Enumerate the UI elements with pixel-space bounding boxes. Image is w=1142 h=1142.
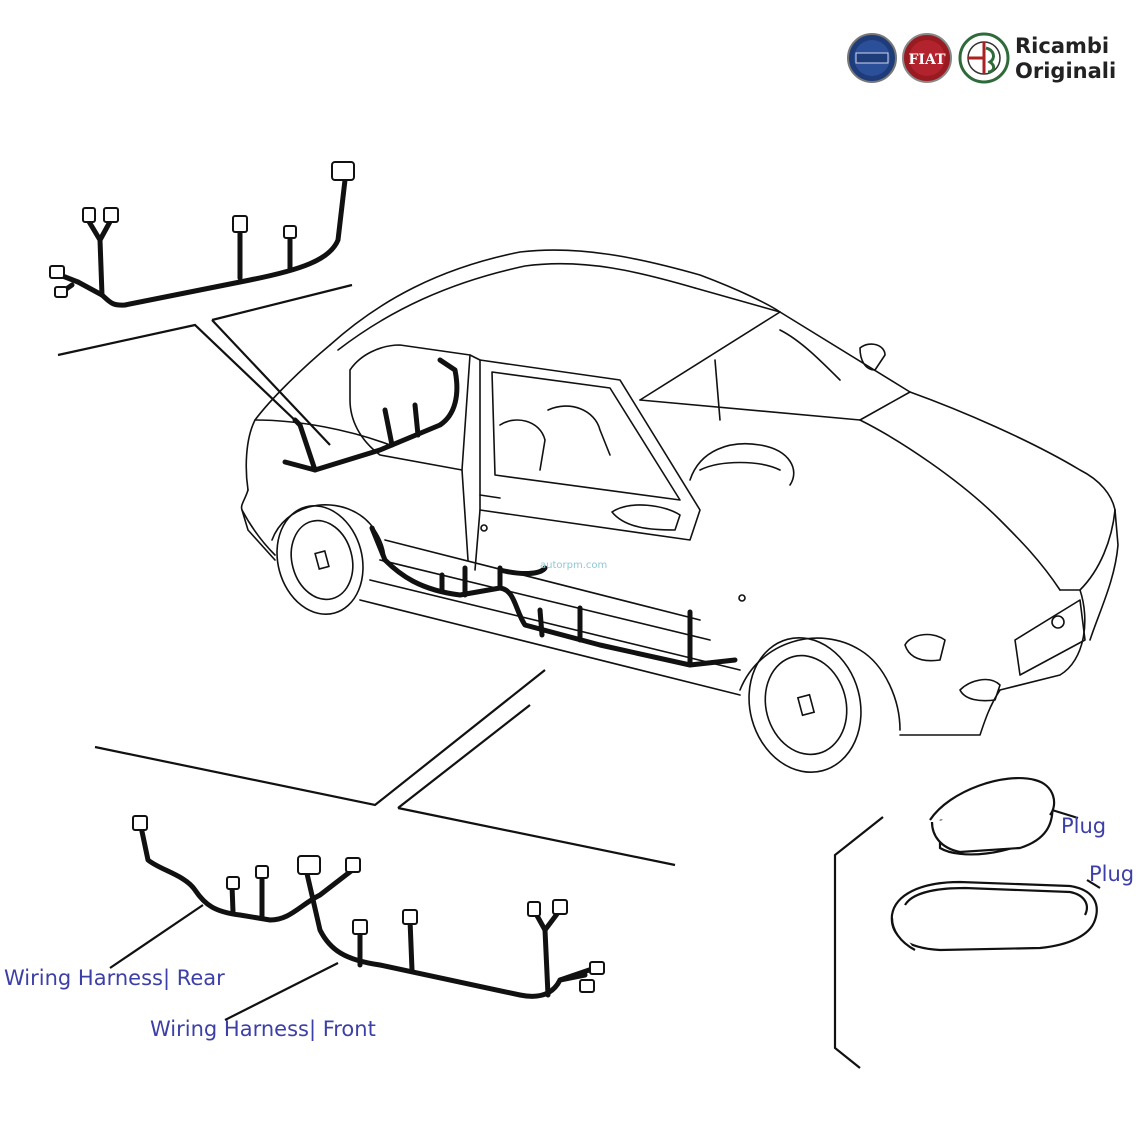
label-plug-2: Plug xyxy=(1089,862,1135,886)
installed-harness-front xyxy=(369,525,738,668)
exploded-harness-front xyxy=(302,862,598,999)
exploded-harness-top-connectors xyxy=(49,161,355,298)
alfa-romeo-logo xyxy=(958,32,1010,84)
label-wiring-harness-front: Wiring Harness| Front xyxy=(150,1017,376,1041)
rear-wheel xyxy=(276,504,364,616)
svg-text:FIAT: FIAT xyxy=(908,52,946,68)
brand-line-1: Ricambi xyxy=(1015,34,1110,58)
fiat-logo: FIAT xyxy=(902,33,952,83)
car-outline xyxy=(240,249,1119,736)
callout-lines xyxy=(57,283,1101,1069)
label-plug-1: Plug xyxy=(1061,814,1107,838)
front-wheel xyxy=(748,636,862,774)
exploded-harness-rear xyxy=(137,819,358,923)
brand-title: Ricambi Originali xyxy=(1015,34,1116,84)
brand-line-2: Originali xyxy=(1015,59,1117,83)
label-wiring-harness-rear: Wiring Harness| Rear xyxy=(4,966,225,990)
plug-small xyxy=(929,777,1056,856)
watermark: autorpm.com xyxy=(540,560,608,571)
exploded-harness-rear-connectors xyxy=(132,815,361,890)
lancia-logo xyxy=(847,33,897,83)
exploded-harness-front-connectors xyxy=(297,855,605,993)
installed-harness-rear xyxy=(282,357,460,473)
plug-large xyxy=(890,880,1098,952)
exploded-harness-top xyxy=(57,177,348,308)
